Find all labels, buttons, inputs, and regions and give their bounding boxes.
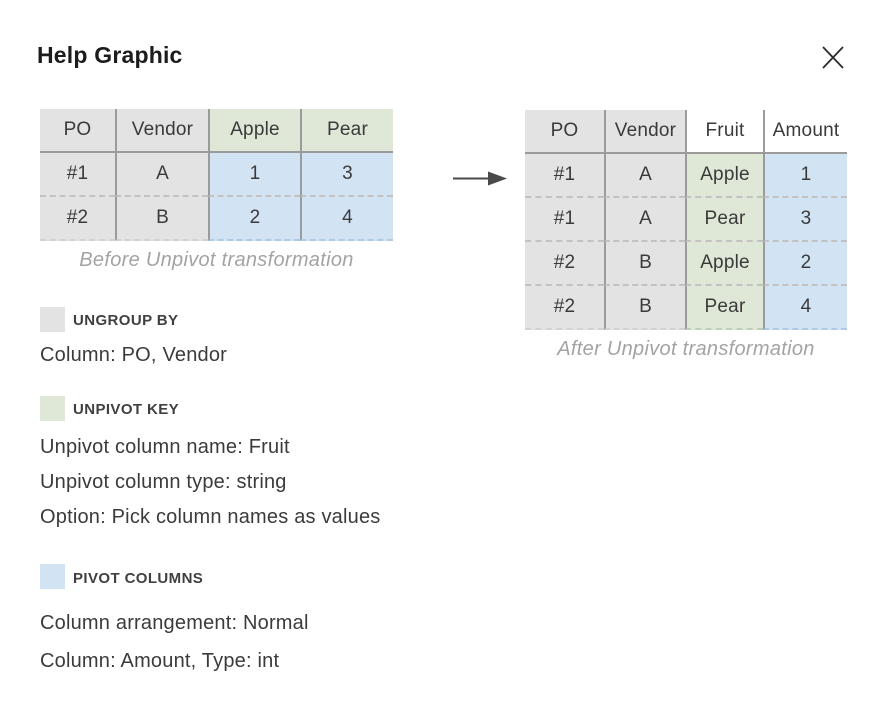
after-table-caption: After Unpivot transformation [557,338,815,360]
close-icon [821,45,845,70]
header-cell: Vendor [115,109,208,153]
header-cell: Amount [763,110,847,154]
table-cell: #1 [40,153,115,197]
table-cell: #2 [40,197,115,241]
unpivot-key-swatch [40,396,65,421]
ungroup-by-title: UNGROUP BY [73,312,179,329]
header-cell: Apple [208,109,300,153]
ungroup-by-line: Column: PO, Vendor [40,344,228,366]
table-cell: 1 [763,154,847,198]
header-cell: PO [40,109,115,153]
header-cell: PO [525,110,604,154]
header-cell: Fruit [685,110,763,154]
table-cell: 1 [208,153,300,197]
transform-arrow-icon [452,170,508,192]
table-cell: 3 [300,153,393,197]
table-cell: A [604,198,685,242]
before-table: PO Vendor Apple Pear #1 A 1 3 #2 B 2 4 [40,109,393,241]
table-cell: 3 [763,198,847,242]
table-cell: #1 [525,154,604,198]
after-table: PO Vendor Fruit Amount #1 A Apple 1 #1 A… [525,110,847,330]
unpivot-key-line: Option: Pick column names as values [40,506,381,528]
unpivot-key-line: Unpivot column type: string [40,471,287,493]
header-cell: Vendor [604,110,685,154]
before-table-caption: Before Unpivot transformation [79,249,354,271]
pivot-columns-line: Column arrangement: Normal [40,612,309,634]
table-cell: A [604,154,685,198]
ungroup-by-swatch [40,307,65,332]
table-cell: Pear [685,198,763,242]
pivot-columns-title: PIVOT COLUMNS [73,570,204,587]
page-title: Help Graphic [37,42,183,68]
table-cell: #2 [525,242,604,286]
close-button[interactable] [819,43,847,71]
table-cell: 2 [763,242,847,286]
table-cell: Pear [685,286,763,330]
table-cell: 4 [300,197,393,241]
table-cell: B [115,197,208,241]
table-cell: #1 [525,198,604,242]
table-cell: Apple [685,154,763,198]
table-cell: 4 [763,286,847,330]
header-cell: Pear [300,109,393,153]
unpivot-key-title: UNPIVOT KEY [73,401,180,418]
table-cell: B [604,242,685,286]
table-cell: A [115,153,208,197]
pivot-columns-line: Column: Amount, Type: int [40,650,280,672]
unpivot-key-line: Unpivot column name: Fruit [40,436,290,458]
table-cell: Apple [685,242,763,286]
table-cell: B [604,286,685,330]
pivot-columns-swatch [40,564,65,589]
table-cell: #2 [525,286,604,330]
table-cell: 2 [208,197,300,241]
